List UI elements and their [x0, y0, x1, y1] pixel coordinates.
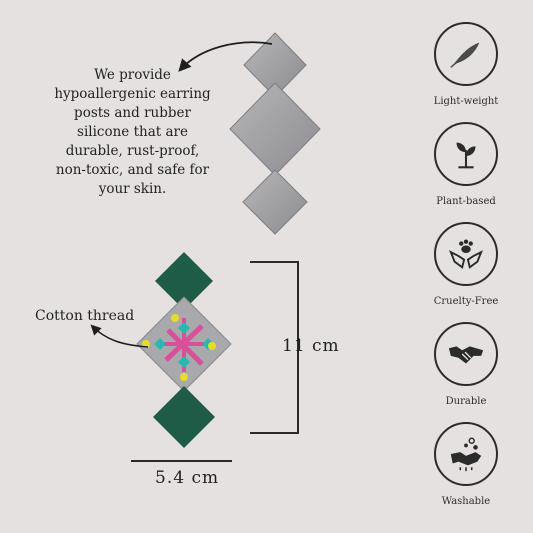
feature-label: Cruelty-Free [433, 296, 499, 307]
feature-washable: Washable [408, 422, 524, 507]
product-description: We provide hypoallergenic earring posts … [40, 66, 225, 199]
sprout-icon [456, 142, 476, 169]
feature-circle [434, 222, 498, 286]
earring-front-view [136, 252, 232, 448]
green-tile-bottom [153, 386, 215, 448]
feature-circle [434, 122, 498, 186]
description-line: posts and rubber [74, 105, 191, 121]
feature-circle [434, 22, 498, 86]
description-arrow [178, 41, 273, 72]
description-line: hypoallergenic earring [54, 86, 211, 102]
feature-durable: Durable [408, 322, 524, 407]
description-line: your skin. [98, 181, 167, 197]
paw-hands-icon [448, 239, 484, 269]
height-dimension-label: 11 cm [282, 336, 340, 356]
feature-cruelty-free: Cruelty-Free [408, 222, 524, 307]
feature-light-weight: Light-weight [408, 22, 524, 107]
feature-label: Plant-based [436, 196, 496, 207]
silver-tile-middle [229, 82, 321, 176]
description-line: durable, rust-proof, [65, 143, 200, 159]
green-tile-top [155, 252, 213, 310]
height-dimension-bracket [250, 261, 299, 434]
feature-label: Durable [445, 396, 487, 407]
handshake-icon [448, 346, 484, 364]
description-line: silicone that are [77, 124, 188, 140]
feather-icon [450, 42, 480, 68]
description-line: We provide [94, 67, 171, 83]
embroidery-pattern [142, 314, 216, 381]
feature-circle [434, 422, 498, 486]
description-line: non-toxic, and safe for [55, 162, 210, 178]
width-dimension-bar [131, 460, 232, 462]
feature-plant-based: Plant-based [408, 122, 524, 207]
feature-label: Light-weight [433, 96, 499, 107]
earring-back-view [229, 32, 321, 235]
width-dimension-label: 5.4 cm [155, 468, 220, 488]
silver-tile-bottom [242, 169, 308, 235]
cotton-thread-label: Cotton thread [35, 308, 135, 324]
feature-label: Washable [441, 496, 491, 507]
thread-arrow [90, 324, 149, 348]
washing-hands-icon [450, 437, 482, 472]
feature-circle [434, 322, 498, 386]
